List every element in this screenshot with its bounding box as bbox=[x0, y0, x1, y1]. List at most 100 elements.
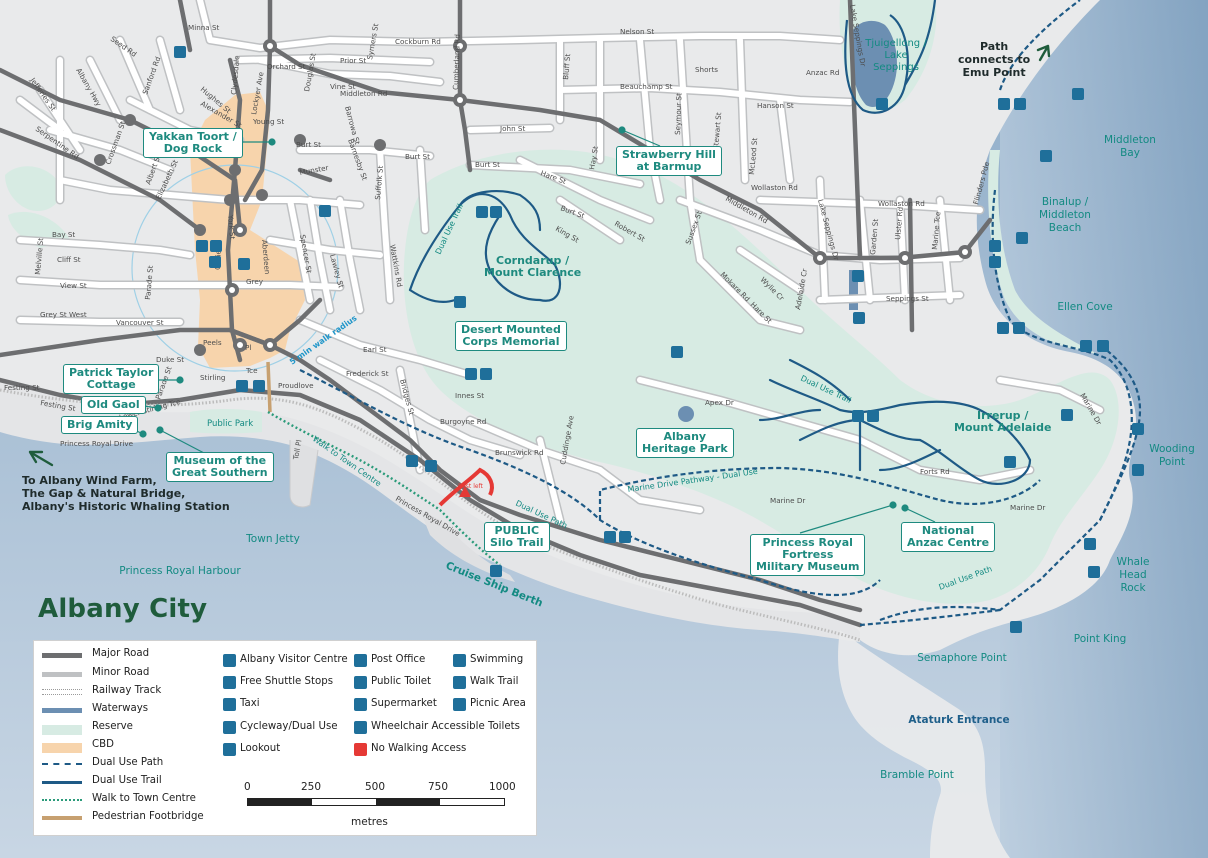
street-label: Clydesdale bbox=[229, 55, 241, 96]
street-label: Minna St bbox=[188, 23, 220, 32]
hiker-icon bbox=[465, 368, 477, 380]
reserve-mount-clarence bbox=[403, 149, 1119, 604]
callout-desert-mounted-corps[interactable]: Desert Mounted Corps Memorial bbox=[455, 321, 567, 351]
street-label: Earl St bbox=[363, 345, 387, 354]
street-label: Seppings St bbox=[886, 294, 929, 303]
toilet-icon bbox=[997, 322, 1009, 334]
callout-strawberry-hill[interactable]: Strawberry Hill at Barmup bbox=[616, 146, 722, 176]
legend-footbridge: Pedestrian Footbridge bbox=[92, 811, 204, 822]
swimming-icon bbox=[1040, 150, 1052, 162]
swimming-icon bbox=[1097, 340, 1109, 352]
street-label: Cockburn Rd bbox=[395, 37, 441, 46]
harbour-label: Princess Royal Harbour bbox=[119, 565, 241, 577]
callout-anzac-centre[interactable]: National Anzac Centre bbox=[901, 522, 996, 552]
street-label: Vancouver St bbox=[116, 318, 164, 327]
toilet-icon bbox=[852, 270, 864, 282]
street-label: Stewart St bbox=[711, 112, 723, 150]
callout-fortress-museum[interactable]: Princess Royal Fortress Military Museum bbox=[750, 534, 866, 576]
leader-lines bbox=[125, 126, 936, 534]
legend-lookout: Lookout bbox=[240, 743, 281, 754]
scale-tick-0: 0 bbox=[244, 781, 251, 793]
railway-track bbox=[0, 388, 861, 642]
callout-heritage-park[interactable]: Albany Heritage Park bbox=[636, 428, 734, 458]
hiker-icon bbox=[671, 346, 683, 358]
callout-mount-clarence[interactable]: Corndarup / Mount Clarence bbox=[484, 254, 582, 279]
swimming-icon bbox=[1016, 232, 1028, 244]
legend-walk-to-town: Walk to Town Centre bbox=[92, 793, 196, 804]
callout-museum[interactable]: Museum of the Great Southern bbox=[166, 452, 274, 482]
street-label: York St bbox=[226, 213, 237, 239]
legend-railway: Railway Track bbox=[92, 685, 162, 696]
swimming-icon bbox=[453, 654, 466, 667]
legend-footbridge-swatch bbox=[42, 816, 82, 820]
callout-old-gaol[interactable]: Old Gaol bbox=[81, 396, 146, 414]
street-label: Bay St bbox=[52, 230, 75, 239]
toilet-icon bbox=[354, 676, 367, 689]
hiker-icon bbox=[876, 98, 888, 110]
legend-no-walking: No Walking Access bbox=[371, 743, 467, 754]
callout-dog-rock[interactable]: Yakkan Toort / Dog Rock bbox=[143, 128, 243, 158]
taxi-icon bbox=[210, 240, 222, 252]
public-park-label: Public Park bbox=[207, 419, 253, 429]
legend-cycleway: Cycleway/Dual Use bbox=[240, 721, 338, 732]
legend-walk-trail: Walk Trail bbox=[470, 676, 519, 687]
binoculars-icon bbox=[867, 410, 879, 422]
street-label: Forts Rd bbox=[920, 467, 950, 476]
street-label: Wollaston Rd bbox=[878, 199, 925, 208]
street-label: McLeod St bbox=[747, 137, 759, 175]
street-label: Marine Tce bbox=[930, 211, 942, 251]
street-label: Proudlove bbox=[278, 381, 314, 390]
emu-point-note: Path connects to Emu Point bbox=[958, 40, 1031, 79]
callout-mount-adelaide[interactable]: Irrerup / Mount Adelaide bbox=[954, 409, 1052, 434]
street-label: Burt St bbox=[475, 160, 500, 169]
callout-patrick-taylor[interactable]: Patrick Taylor Cottage bbox=[63, 364, 160, 394]
headland bbox=[838, 630, 1010, 858]
semaphore-point-label: Semaphore Point bbox=[917, 652, 1007, 664]
cruise-berth bbox=[420, 510, 515, 582]
warning-icon bbox=[354, 743, 367, 756]
bramble-point-label: Bramble Point bbox=[880, 769, 954, 781]
cart-icon bbox=[354, 698, 367, 711]
street-label: Frederick St bbox=[346, 369, 389, 378]
street-label: Anzac Rd bbox=[806, 68, 839, 77]
callout-brig-amity[interactable]: Brig Amity bbox=[61, 416, 139, 434]
picnic-icon bbox=[406, 455, 418, 467]
bus-icon bbox=[223, 676, 236, 689]
dual-use-path bbox=[299, 0, 1142, 627]
legend-cbd: CBD bbox=[92, 739, 114, 750]
hiker-icon bbox=[454, 296, 466, 308]
legend-dual-use-path: Dual Use Path bbox=[92, 757, 164, 768]
callout-silo-trail[interactable]: PUBLIC Silo Trail bbox=[484, 522, 550, 552]
legend-dual-use-path-swatch bbox=[42, 763, 82, 765]
pedestrian-footbridge bbox=[266, 361, 272, 413]
legend-toilet: Public Toilet bbox=[371, 676, 432, 687]
info-icon bbox=[209, 256, 221, 268]
street-label: Beauchamp St bbox=[620, 82, 673, 91]
street-label: Grey St West bbox=[40, 310, 87, 319]
binoculars-icon bbox=[490, 206, 502, 218]
hiker-icon bbox=[319, 205, 331, 217]
street-label: Toll Pl bbox=[291, 439, 304, 461]
street-label: Bluff St bbox=[561, 53, 572, 80]
street-label: Innes St bbox=[455, 391, 484, 400]
legend: Major Road Minor Road Railway Track Wate… bbox=[33, 640, 537, 836]
street-label: Shorts bbox=[695, 65, 718, 74]
legend-visitor-centre: Albany Visitor Centre bbox=[240, 654, 348, 665]
hiker-icon bbox=[453, 676, 466, 689]
scale-tick-500: 500 bbox=[365, 781, 386, 793]
picnic-icon bbox=[853, 312, 865, 324]
picnic-icon bbox=[453, 698, 466, 711]
legend-dual-use-trail-swatch bbox=[42, 781, 82, 784]
street-label: Marine Dr bbox=[1010, 503, 1045, 512]
legend-walk-to-town-swatch bbox=[42, 799, 82, 801]
legend-taxi: Taxi bbox=[240, 698, 260, 709]
legend-cbd-swatch bbox=[42, 743, 82, 753]
street-label: Ulster Rd bbox=[893, 206, 905, 240]
street-label: Middleton Rd bbox=[340, 89, 387, 98]
scale-bar bbox=[247, 798, 505, 806]
foreshore bbox=[0, 380, 860, 642]
swimming-icon bbox=[1132, 423, 1144, 435]
